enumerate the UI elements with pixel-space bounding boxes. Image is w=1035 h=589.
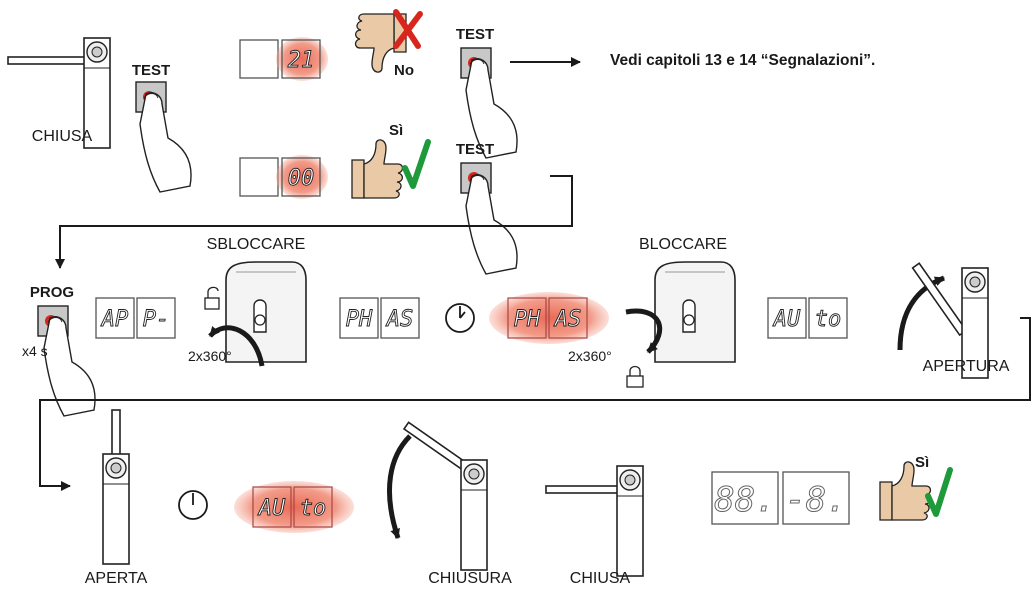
connector-row3-row4 — [39, 317, 1031, 491]
display-phas-blink — [489, 292, 609, 344]
label-sbloccare: SBLOCCARE — [206, 236, 306, 253]
display-21 — [239, 37, 328, 81]
display-phas — [339, 297, 420, 339]
display-auto-blink-right: to — [300, 496, 327, 521]
green-check-icon-1 — [402, 139, 431, 189]
display-phas-blink-right: AS — [553, 307, 582, 332]
label-2x360-1: 2x360° — [188, 348, 232, 364]
display-final-right: -8. — [785, 480, 846, 520]
label-prog: PROG — [29, 284, 75, 301]
lock-cover-2 — [654, 261, 736, 363]
label-apertura: APERTURA — [922, 358, 1010, 375]
display-phas-left: PH — [346, 307, 373, 332]
display-auto-right: to — [815, 307, 842, 332]
display-auto-blink-left: AU — [257, 496, 286, 521]
display-auto-left: AU — [772, 307, 801, 332]
red-x-icon — [393, 9, 423, 49]
label-no: No — [394, 62, 414, 79]
display-final — [711, 471, 850, 525]
thumb-up-icon-1 — [351, 139, 404, 199]
barrier-closed-2 — [545, 465, 644, 577]
display-ap — [95, 297, 176, 339]
label-si-2: Sì — [915, 454, 930, 471]
label-chiusa-1: CHIUSA — [31, 128, 93, 145]
label-note: Vedi capitoli 13 e 14 “Segnalazioni”. — [610, 52, 876, 69]
clock-icon-2 — [178, 490, 208, 520]
display-00-right: 00 — [288, 166, 315, 191]
rotate-arrow-icon-2 — [625, 308, 663, 354]
display-ap-left: AP — [100, 307, 129, 332]
label-x4s: x4 s — [22, 343, 48, 359]
label-test-1: TEST — [131, 62, 171, 79]
connector-row2-row3 — [55, 175, 573, 269]
display-phas-right: AS — [385, 307, 414, 332]
display-auto — [767, 297, 848, 339]
barrier-closing — [402, 421, 488, 571]
label-si-1: Sì — [389, 122, 404, 139]
label-test-2: TEST — [455, 26, 495, 43]
display-00 — [239, 155, 328, 199]
unlock-cover-1 — [225, 261, 307, 363]
green-check-icon-2 — [925, 467, 953, 517]
display-21-right: 21 — [288, 48, 315, 73]
clock-icon-1 — [445, 303, 475, 333]
label-chiusura: CHIUSURA — [428, 570, 512, 587]
padlock-open-icon — [204, 286, 220, 310]
label-bloccare: BLOCCARE — [638, 236, 728, 253]
barrier-closed-1 — [7, 37, 111, 149]
barrier-opening — [911, 262, 989, 379]
display-ap-right: P- — [143, 307, 170, 332]
display-auto-blink — [234, 481, 354, 533]
label-2x360-2: 2x360° — [568, 348, 612, 364]
closing-arrow — [386, 434, 412, 539]
label-aperta: APERTA — [84, 570, 148, 587]
padlock-closed-icon — [626, 365, 644, 388]
label-chiusa-2: CHIUSA — [569, 570, 631, 587]
display-final-left: 88. — [714, 480, 775, 520]
opening-arrow — [897, 275, 945, 351]
display-phas-blink-left: PH — [514, 307, 541, 332]
finger-4 — [43, 316, 96, 417]
label-test-3: TEST — [455, 141, 495, 158]
barrier-open — [102, 409, 130, 565]
rotate-arrow-icon-1 — [208, 325, 265, 367]
